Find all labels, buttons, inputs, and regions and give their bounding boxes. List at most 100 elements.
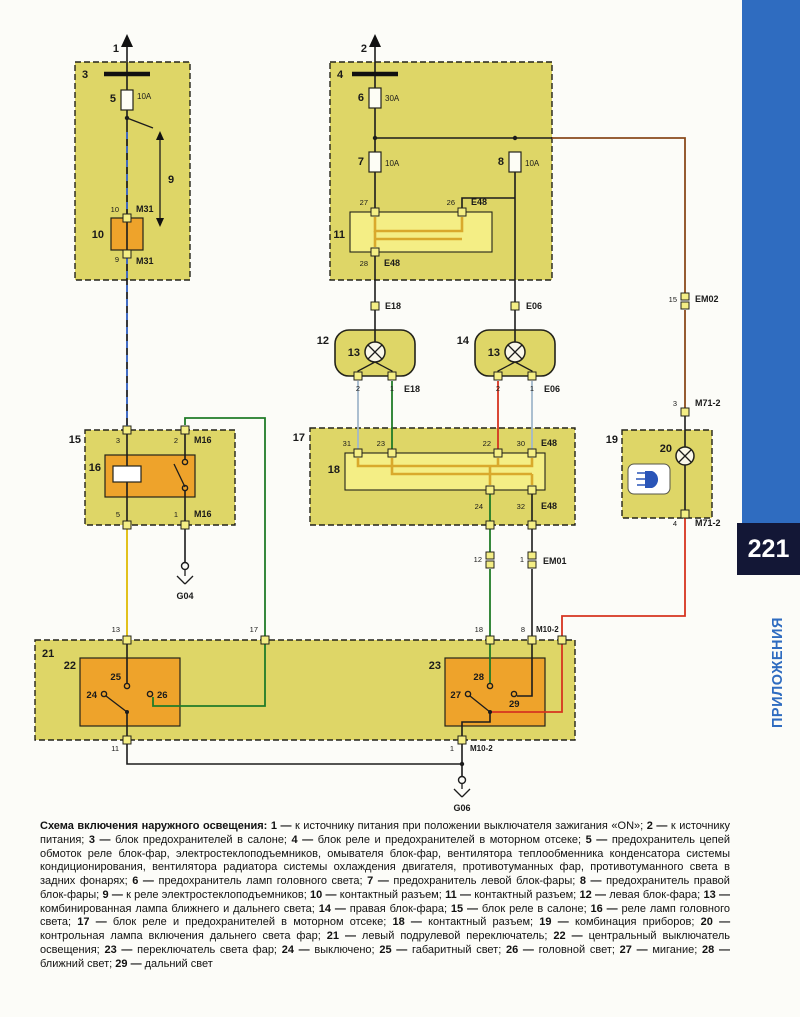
legend-item: 8 — предохранитель правой блок-фары; <box>40 875 730 901</box>
legend-item: 17 — блок реле и предохранителей в мотор… <box>77 916 387 929</box>
pin <box>370 207 380 217</box>
pin-8-label: 8 <box>521 625 525 634</box>
relay-pin-1: 1 <box>174 510 178 519</box>
pos-27-label: 27 <box>450 690 461 701</box>
ground-g04-icon <box>176 561 194 585</box>
m712-top-pin-label: 3 <box>673 399 677 408</box>
legend-item: 15 — блок реле в салоне; <box>450 902 587 915</box>
wire-red-inside-21 <box>490 643 563 713</box>
pin <box>370 301 380 311</box>
pin <box>122 425 132 435</box>
arrow-up-icon <box>121 34 133 47</box>
e48-17-bottom-label: E48 <box>541 501 557 511</box>
arrow-up-icon <box>369 34 381 47</box>
pin <box>680 509 690 519</box>
pin <box>527 551 537 560</box>
fuse-8 <box>508 151 522 173</box>
legend-item: 11 — контактный разъем; <box>445 888 577 901</box>
headlight-14-label: 14 <box>457 335 470 347</box>
legend-item: 22 — центральный выключатель освещения; <box>40 930 731 956</box>
fuse-7 <box>368 151 382 173</box>
fuse-5-rating: 10A <box>137 92 152 101</box>
connector-11-label: 11 <box>333 229 345 241</box>
pin <box>527 520 537 530</box>
pin <box>485 485 495 495</box>
pin <box>370 247 380 257</box>
em01-label: EM01 <box>543 556 567 566</box>
relay-pin-3: 3 <box>116 436 120 445</box>
block-3-label: 3 <box>82 69 88 81</box>
m16-bottom-label: M16 <box>194 509 212 519</box>
legend-item: 24 — выключено; <box>281 943 375 956</box>
lamp-13-left <box>364 341 386 363</box>
fuse-5 <box>120 89 134 111</box>
pin <box>680 292 690 301</box>
pin <box>485 520 495 530</box>
legend-item: 16 — реле ламп головного света; <box>40 902 731 929</box>
lamp-20-label: 20 <box>660 443 672 455</box>
pin <box>122 249 132 259</box>
pin <box>457 735 467 745</box>
pin <box>527 448 537 458</box>
high-beam-icon <box>627 463 671 495</box>
feed-1-label: 1 <box>113 43 119 55</box>
pin <box>457 207 467 217</box>
headlight-12-label: 12 <box>317 335 329 347</box>
legend-item: 4 — блок реле и предохранителей в моторн… <box>291 833 582 846</box>
wiring-diagram: 1 2 3 5 10A 9 10 M31 10 9 M31 4 6 30A 7 … <box>34 34 721 813</box>
e48-top-label: E48 <box>471 197 487 207</box>
pin <box>527 485 537 495</box>
legend-item: 12 — левая блок-фара; <box>579 888 701 901</box>
legend-item: 2 — к источнику питания; <box>40 820 731 846</box>
wire-green-relay-to-switch <box>184 417 266 637</box>
page-number: 221 <box>737 523 800 575</box>
pin <box>180 520 190 530</box>
lamp-20-high-beam-indicator <box>675 446 695 466</box>
pin-22-label: 22 <box>483 439 491 448</box>
lamp-13-right <box>504 341 526 363</box>
em01-pin-12: 12 <box>474 555 482 564</box>
block-4-label: 4 <box>337 69 344 81</box>
fuse-6 <box>368 87 382 109</box>
branch-9-label: 9 <box>168 174 174 186</box>
pos-26-label: 26 <box>157 690 168 701</box>
m10-bottom-label: M10-2 <box>470 744 493 753</box>
pin-11-label: 11 <box>111 744 119 753</box>
connector-pins <box>122 207 690 745</box>
conn-10-pin-bottom: 9 <box>115 255 119 264</box>
fuse-6-label: 6 <box>358 92 364 104</box>
legend-item: 25 — габаритный свет; <box>379 943 502 956</box>
hl12-pin-1: 1 <box>390 384 394 393</box>
legend-item: 28 — ближний свет; <box>40 943 730 970</box>
pin <box>557 635 567 645</box>
e48-17-top-label: E48 <box>541 438 557 448</box>
pin-18-label: 18 <box>475 625 483 634</box>
pin-27-label: 27 <box>360 198 368 207</box>
switch-22-main-light-switch <box>79 657 181 727</box>
pin <box>353 371 363 381</box>
fuse-8-label: 8 <box>498 156 504 168</box>
fuse-5-label: 5 <box>110 93 116 105</box>
relay-16-label: 16 <box>89 462 101 474</box>
legend-item: 3 — блок предохранителей в салоне; <box>88 833 287 846</box>
legend-item: 21 — левый подрулевой переключатель; <box>326 930 548 942</box>
hl12-conn-label: E18 <box>404 384 420 394</box>
arrow-down-icon <box>156 218 164 227</box>
pin <box>510 301 520 311</box>
sidebar-blue-band <box>742 0 800 523</box>
block-15-label: 15 <box>69 434 81 446</box>
feed-2-label: 2 <box>361 43 367 55</box>
hl12-pin-2: 2 <box>356 384 360 393</box>
pin-28-label: 28 <box>360 259 368 268</box>
conn-10-pin-top: 10 <box>111 205 119 214</box>
pin-30-label: 30 <box>517 439 525 448</box>
pin <box>527 560 537 569</box>
legend-item: 18 — контактный разъем; <box>392 916 534 929</box>
ground-g04-label: G04 <box>176 591 193 601</box>
pin <box>180 425 190 435</box>
wire-green-inside-21 <box>152 643 266 707</box>
ground-g06-icon <box>453 775 471 798</box>
legend-item: 29 — дальний свет <box>115 957 213 970</box>
pin <box>122 635 132 645</box>
